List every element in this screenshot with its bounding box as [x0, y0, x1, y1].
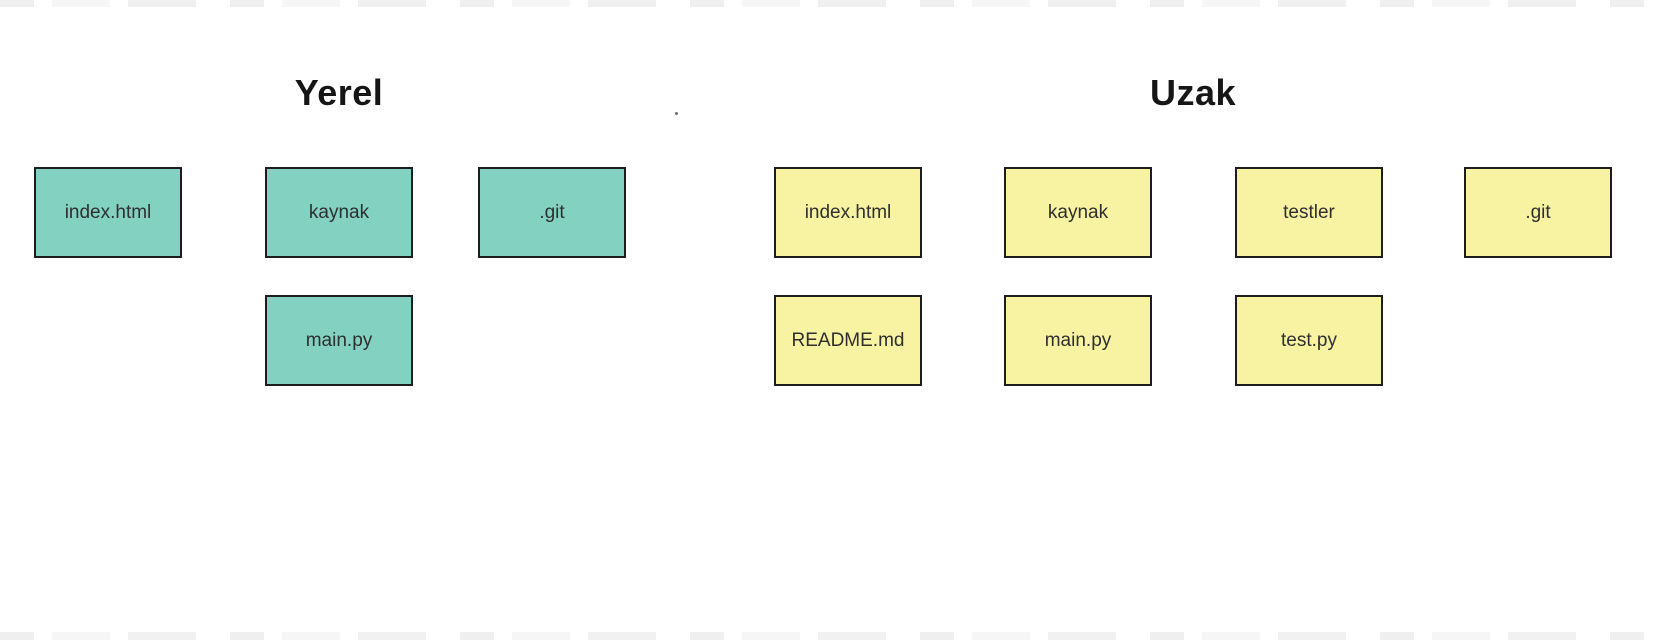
bottom-edge-artifact — [0, 632, 1653, 640]
top-edge-artifact — [0, 0, 1653, 7]
remote-file-box-testler: testler — [1235, 167, 1383, 258]
remote-file-box-readme-md: README.md — [774, 295, 922, 386]
remote-file-box-kaynak: kaynak — [1004, 167, 1152, 258]
remote-file-box-index-html: index.html — [774, 167, 922, 258]
stray-dot-artifact — [675, 112, 678, 115]
local-file-box-main-py: main.py — [265, 295, 413, 386]
local-file-box--git: .git — [478, 167, 626, 258]
local-group-title: Yerel — [294, 72, 384, 113]
remote-file-box--git: .git — [1464, 167, 1612, 258]
local-file-box-index-html: index.html — [34, 167, 182, 258]
remote-group-title: Uzak — [1149, 72, 1237, 113]
remote-file-box-main-py: main.py — [1004, 295, 1152, 386]
local-file-box-kaynak: kaynak — [265, 167, 413, 258]
remote-file-box-test-py: test.py — [1235, 295, 1383, 386]
